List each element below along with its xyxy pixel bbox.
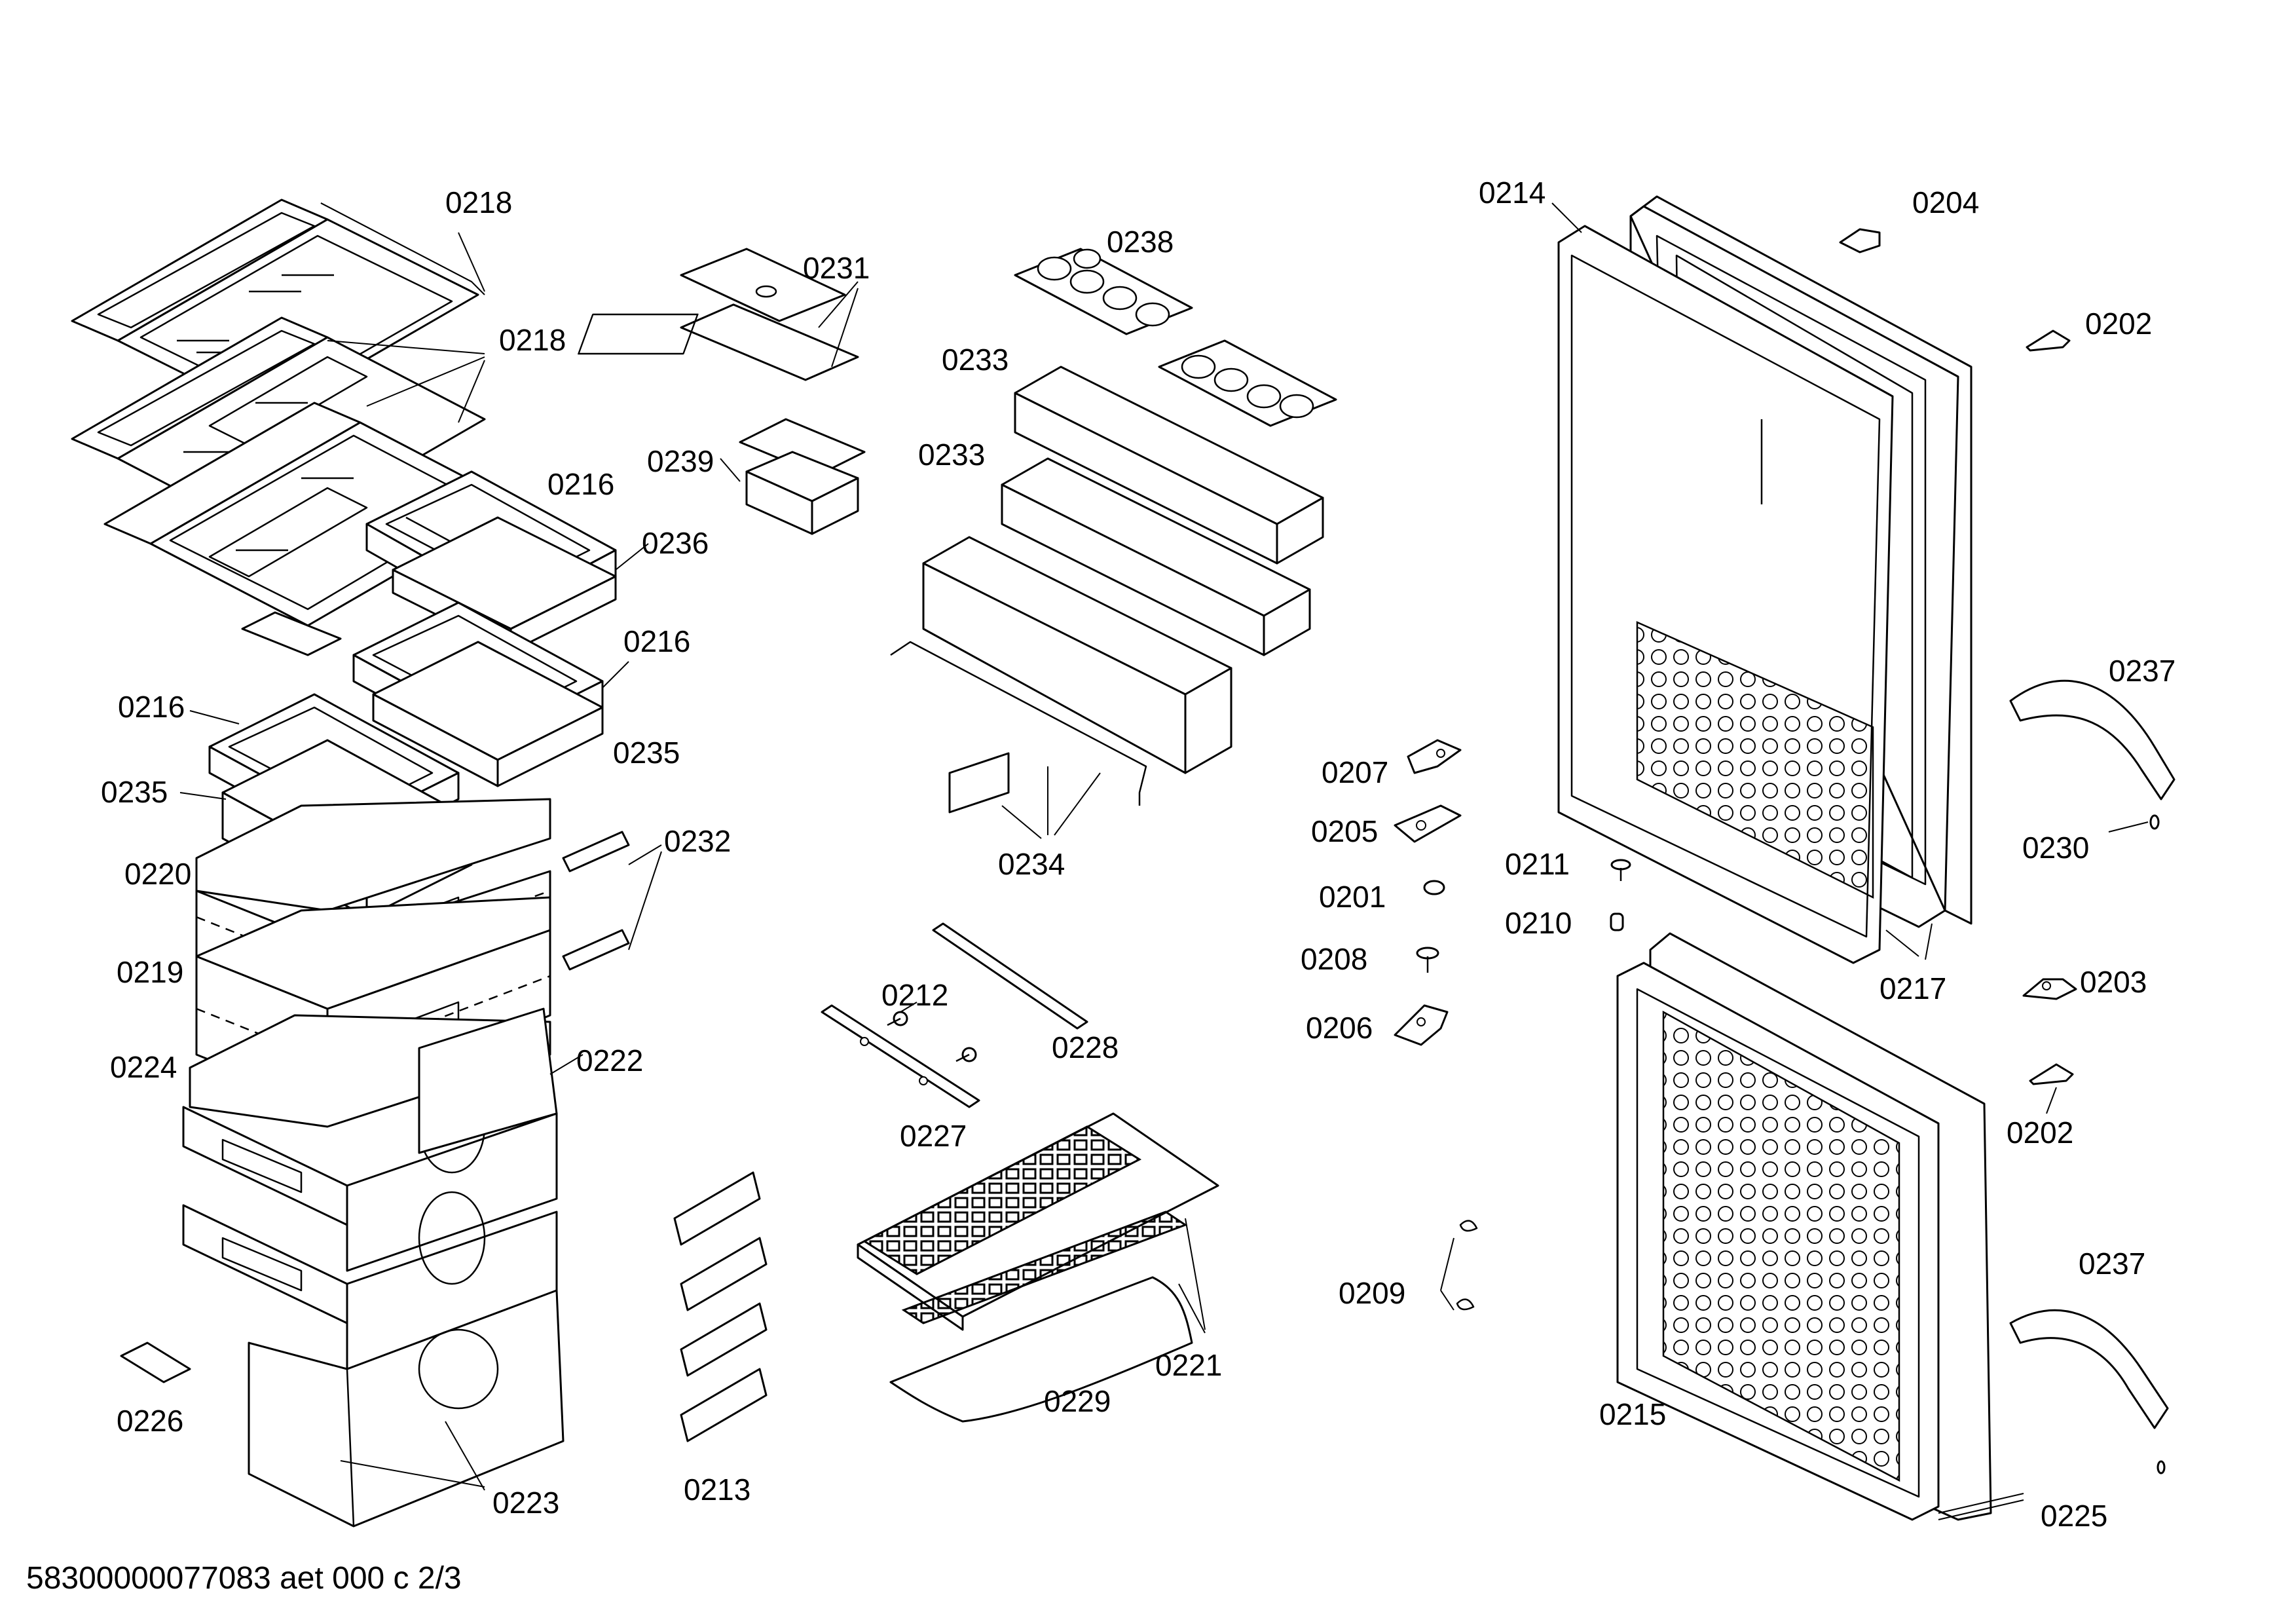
glass-shelf-lower: [103, 402, 519, 656]
clip-0232-upper: [562, 831, 630, 873]
label-0238: 0238: [1107, 225, 1174, 259]
label-0232: 0232: [664, 824, 731, 858]
label-0228: 0228: [1052, 1030, 1119, 1064]
label-0201: 0201: [1319, 880, 1386, 914]
label-0229: 0229: [1044, 1384, 1111, 1418]
label-0202-b: 0202: [2007, 1116, 2073, 1150]
screw-0230-lower: [2157, 1460, 2166, 1474]
label-0211: 0211: [1505, 847, 1570, 881]
drawer-0223: [248, 1289, 565, 1528]
shelf-grille-0221: [857, 1112, 1219, 1331]
clip-0226: [120, 1342, 191, 1383]
hinge-0205: [1394, 804, 1462, 843]
hinge-0206: [1394, 1004, 1449, 1046]
box-0239: [739, 418, 866, 535]
label-0216-c: 0216: [118, 690, 185, 724]
label-0237-b: 0237: [2079, 1247, 2145, 1281]
liner-0229: [889, 1276, 1193, 1423]
label-0202-a: 0202: [2085, 307, 2152, 341]
label-0233-a: 0233: [942, 343, 1009, 377]
clip-0232-lower: [562, 929, 630, 971]
label-0227: 0227: [900, 1119, 967, 1153]
cap-0204: [1839, 228, 1881, 253]
handle-0237-lower: [2009, 1309, 2169, 1429]
door-bin-0233-upper: [1014, 366, 1324, 565]
upper-door-panel-0217: [1557, 225, 1894, 964]
handle-0237-upper: [2009, 679, 2176, 800]
door-bin-0234: [890, 536, 1232, 814]
label-0221: 0221: [1155, 1348, 1222, 1382]
label-0212: 0212: [881, 978, 948, 1012]
label-0236: 0236: [642, 526, 709, 560]
label-0204: 0204: [1912, 185, 1979, 219]
bushing-0201: [1423, 880, 1445, 895]
label-0203: 0203: [2080, 965, 2147, 999]
hinge-0203: [2022, 978, 2077, 1000]
egg-tray-0238-lower: [1158, 339, 1337, 427]
label-0218-a: 0218: [445, 185, 512, 219]
label-0207: 0207: [1322, 755, 1388, 789]
rail-0228: [932, 922, 1088, 1030]
label-0234: 0234: [998, 847, 1065, 881]
bracket-0202-upper: [2026, 329, 2071, 352]
label-0230: 0230: [2022, 831, 2089, 865]
screw-0212: [887, 1011, 977, 1062]
shelf-grille-0221-lower: [901, 1210, 1188, 1324]
drawer-0222-lower: [182, 1191, 558, 1370]
label-0231: 0231: [803, 251, 870, 285]
label-0206: 0206: [1306, 1011, 1373, 1045]
screw-0230: [2149, 814, 2160, 830]
label-0218-b: 0218: [499, 323, 566, 357]
label-0205: 0205: [1311, 814, 1378, 848]
label-0226: 0226: [117, 1404, 183, 1438]
label-0214: 0214: [1479, 176, 1546, 210]
shelf-tray-0235-middle: [372, 641, 604, 787]
label-0209: 0209: [1339, 1276, 1405, 1310]
rail-0227: [821, 1004, 980, 1108]
ice-tray-0231: [578, 248, 859, 381]
label-0239: 0239: [647, 444, 714, 478]
lower-door-0215: [1616, 932, 1992, 1521]
label-0224: 0224: [110, 1050, 177, 1084]
label-0216-b: 0216: [623, 624, 690, 658]
sleeve-0210: [1610, 912, 1624, 931]
label-0237-a: 0237: [2109, 654, 2176, 688]
label-0235-b: 0235: [613, 736, 680, 770]
label-0217: 0217: [1879, 971, 1946, 1005]
label-0220: 0220: [124, 857, 191, 891]
drawing-reference: 58300000077083 aet 000 c 2/3: [26, 1561, 462, 1596]
label-0213: 0213: [684, 1473, 750, 1507]
strip-0213: [673, 1171, 768, 1442]
label-0223: 0223: [492, 1486, 559, 1520]
hinge-0207: [1407, 739, 1462, 774]
label-0215: 0215: [1599, 1397, 1666, 1431]
label-0222: 0222: [576, 1043, 643, 1078]
label-0210: 0210: [1505, 906, 1572, 940]
bracket-0202-lower: [2029, 1063, 2074, 1085]
label-0219: 0219: [117, 955, 183, 989]
door-bin-0233-lower: [1001, 457, 1311, 656]
label-0235-a: 0235: [101, 775, 168, 809]
label-0216-a: 0216: [547, 467, 614, 501]
label-0233-b: 0233: [918, 438, 985, 472]
label-0208: 0208: [1301, 942, 1367, 976]
egg-tray-0238-upper: [1014, 248, 1193, 335]
label-0225: 0225: [2041, 1499, 2107, 1533]
screw-0208: [1416, 947, 1439, 973]
clip-0209: [1456, 1220, 1478, 1311]
screw-0211: [1610, 859, 1631, 881]
